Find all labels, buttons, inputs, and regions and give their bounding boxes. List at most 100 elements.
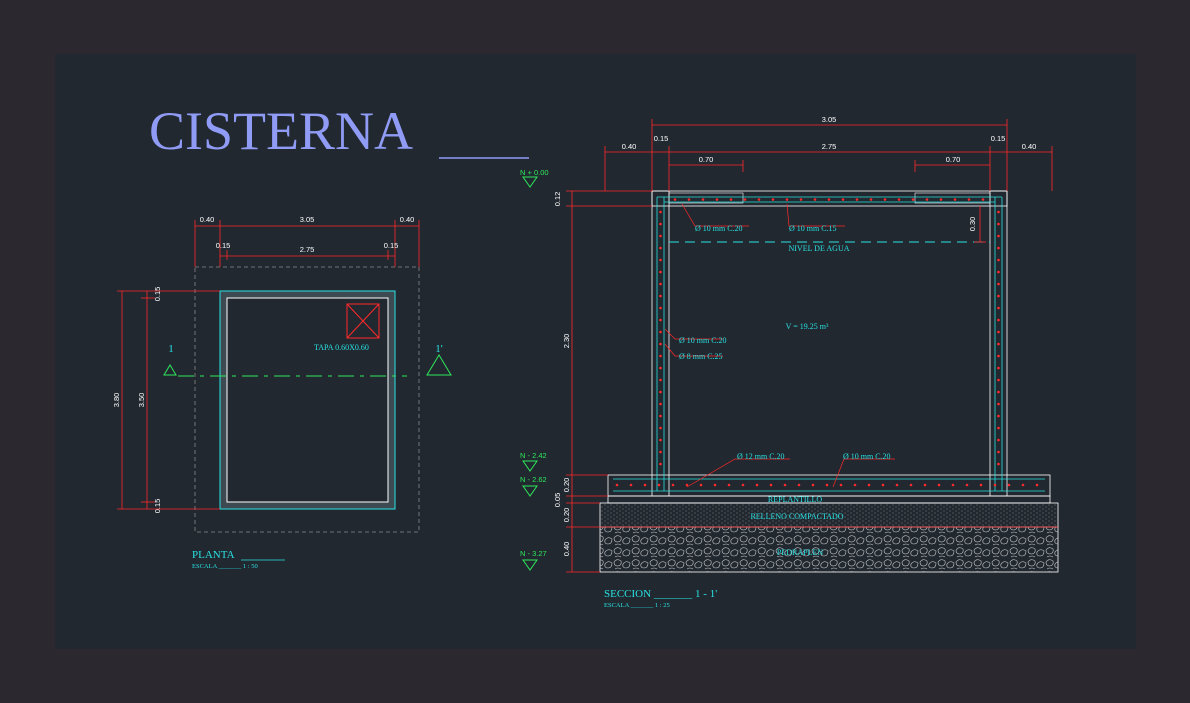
rebar-dot [729,198,733,201]
rebar-dot [993,483,997,487]
section-view: NIVEL DE AGUA V = 19.25 m³ Ø 10 mm C.20 … [520,115,1059,609]
layer-3-label: PEDRAPLEN [777,548,823,557]
top-opening-right [914,192,991,204]
rebar-dot [997,306,1000,310]
rebar-floor-2-label: Ø 10 mm C.20 [843,452,891,461]
rebar-dot [825,483,829,487]
rebar-dot [925,198,929,201]
rebar-dot [953,198,957,201]
plan-dim-top-0: 0.40 [200,215,215,224]
lid-box [346,303,380,339]
section-dim-left-0: 0.12 [553,192,562,207]
rebar-dot [997,426,1000,430]
rebar-dot [1007,483,1011,487]
rebar-wall-2-label: Ø 8 mm C.25 [679,352,723,361]
rebar-dot [997,366,1000,370]
layer-pedraplen [599,526,1059,573]
rebar-dot [937,483,941,487]
water-level-label: NIVEL DE AGUA [788,244,849,253]
section-dim-top-4: 0.40 [1022,142,1037,151]
rebar-dot [659,438,662,442]
layer-1-label: REPLANTILLO [768,495,822,504]
section-mark-right-icon [426,354,452,376]
level-0: N + 0.00 [520,168,549,177]
lid-label: TAPA 0.60X0.60 [314,343,369,352]
top-slab [651,190,1008,207]
rebar-dot [659,450,662,454]
rebar-dot [615,483,619,487]
section-dim-top-3: 0.15 [991,134,1006,143]
rebar-dot [799,198,803,201]
plan-wall-inner [226,297,389,503]
rebar-dot [783,483,787,487]
rebar-dot [951,483,955,487]
rebar-dot [629,483,633,487]
rebar-dot [659,462,662,466]
rebar-dot [699,483,703,487]
rebar-dot [659,414,662,418]
rebar-dot [997,354,1000,358]
rebar-dot [743,198,747,201]
plan-footprint [194,266,420,533]
rebar-dot [853,483,857,487]
rebar-dots [615,198,1039,487]
section-dim-top-0: 0.40 [622,142,637,151]
section-dim-opening-1: 0.70 [946,155,961,164]
level-marker-0-icon [522,176,538,188]
rebar-dot [797,483,801,487]
rebar-dot [659,390,662,394]
rebar-dot [997,390,1000,394]
rebar-dot [981,198,985,201]
rebar-dot [659,318,662,322]
section-dim-right: 0.30 [968,217,977,232]
section-dims-top [604,119,1053,191]
plan-dim-inner-1: 2.75 [300,245,315,254]
rebar-dot [769,483,773,487]
rebar-dot [701,198,705,201]
drawing-sheet: CISTERNA TAPA 0.60X0.60 1 1' 0.40 [55,54,1136,649]
layer-2-label: RELLENO COMPACTADO [750,512,843,521]
cad-drawing: CISTERNA TAPA 0.60X0.60 1 1' 0.40 [112,101,1059,609]
rebar-dot [967,198,971,201]
rebar-dot [785,198,789,201]
rebar-wall-1-label: Ø 10 mm C.20 [679,336,727,345]
rebar-dot [713,483,717,487]
section-scale: ESCALA _______ 1 : 25 [604,602,670,609]
rebar-dot [997,246,1000,250]
rebar-dot [1035,483,1039,487]
plan-dim-inner-2: 0.15 [384,241,399,250]
rebar-dot [997,438,1000,442]
plan-dim-left-0: 3.80 [112,393,121,408]
plan-dim-left-1: 3.50 [137,393,146,408]
rebar-dot [979,483,983,487]
rebar-dot [997,282,1000,286]
section-dim-opening-0: 0.70 [699,155,714,164]
section-mark-left: 1 [168,343,174,355]
rebar-dot [757,198,761,201]
level-3: N - 3.27 [520,549,547,558]
rebar-dot [687,198,691,201]
section-dim-total: 3.05 [822,115,837,124]
rebar-dot [1021,483,1025,487]
rebar-dot [643,483,647,487]
rebar-dot [997,378,1000,382]
plan-view: TAPA 0.60X0.60 1 1' 0.40 3.05 0.40 0.15 … [112,215,452,570]
rebar-dot [997,402,1000,406]
top-opening-left [668,192,744,204]
rebar-dot [715,198,719,201]
level-marker-1-icon [522,460,538,472]
rebar-dot [673,198,677,201]
rebar-dot [909,483,913,487]
rebar-dot [811,483,815,487]
rebar-dot [997,258,1000,262]
rebar-dot [659,330,662,334]
rebar-dot [727,483,731,487]
plan-dims-top [194,220,420,267]
rebar-dot [659,366,662,370]
section-dim-left-3: 0.05 [553,493,562,508]
plan-dims-left [117,290,220,510]
plan-dim-left-small-0: 0.15 [153,287,162,302]
rebar-dot [659,342,662,346]
section-dim-left-5: 0.40 [562,542,571,557]
level-markers: N + 0.00 N - 2.42 N - 2.62 N - 3.27 [520,168,549,571]
